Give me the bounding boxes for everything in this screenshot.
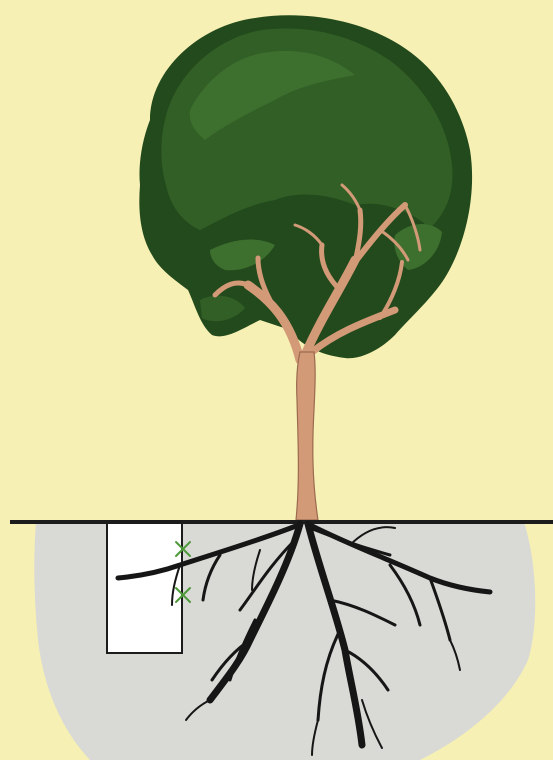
inset-box: [107, 523, 182, 653]
